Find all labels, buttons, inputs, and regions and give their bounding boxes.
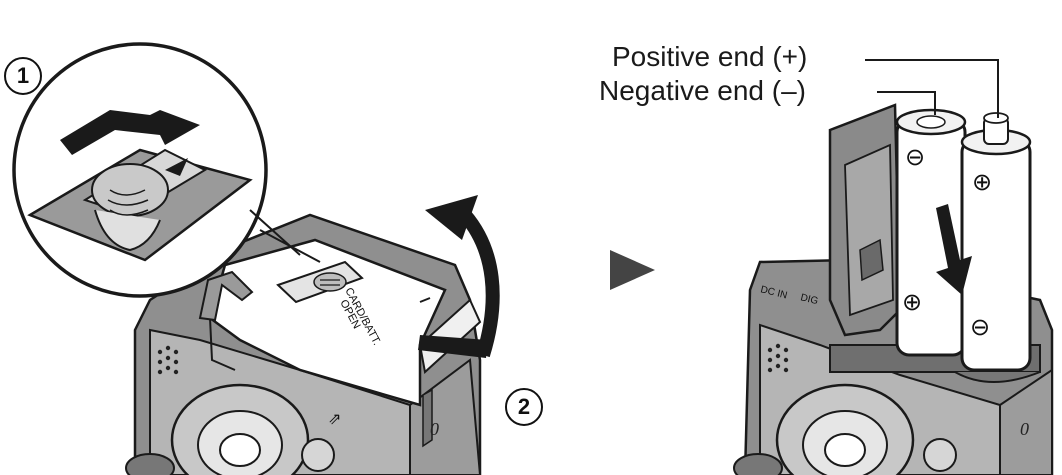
svg-text:0: 0 <box>1020 419 1029 439</box>
right-camera: 0 DC IN DIG ⊖ ⊕ ⊕ ⊖ <box>734 60 1052 475</box>
negative-end-label: Negative end (–) <box>599 76 806 106</box>
step-2-marker: 2 <box>505 388 543 426</box>
positive-end-label: Positive end (+) <box>612 42 807 72</box>
svg-text:⇗: ⇗ <box>328 411 341 428</box>
battery-minus-mark-top: ⊖ <box>905 143 925 171</box>
step-2-number: 2 <box>518 394 530 420</box>
step-1-marker: 1 <box>4 57 42 95</box>
svg-text:0: 0 <box>430 419 439 439</box>
battery-minus-mark-bottom: ⊖ <box>970 313 990 341</box>
battery-plus-mark-bottom: ⊕ <box>902 288 922 316</box>
battery-plus-mark-top: ⊕ <box>972 168 992 196</box>
step-1-number: 1 <box>17 63 29 89</box>
next-step-arrow <box>610 250 655 290</box>
